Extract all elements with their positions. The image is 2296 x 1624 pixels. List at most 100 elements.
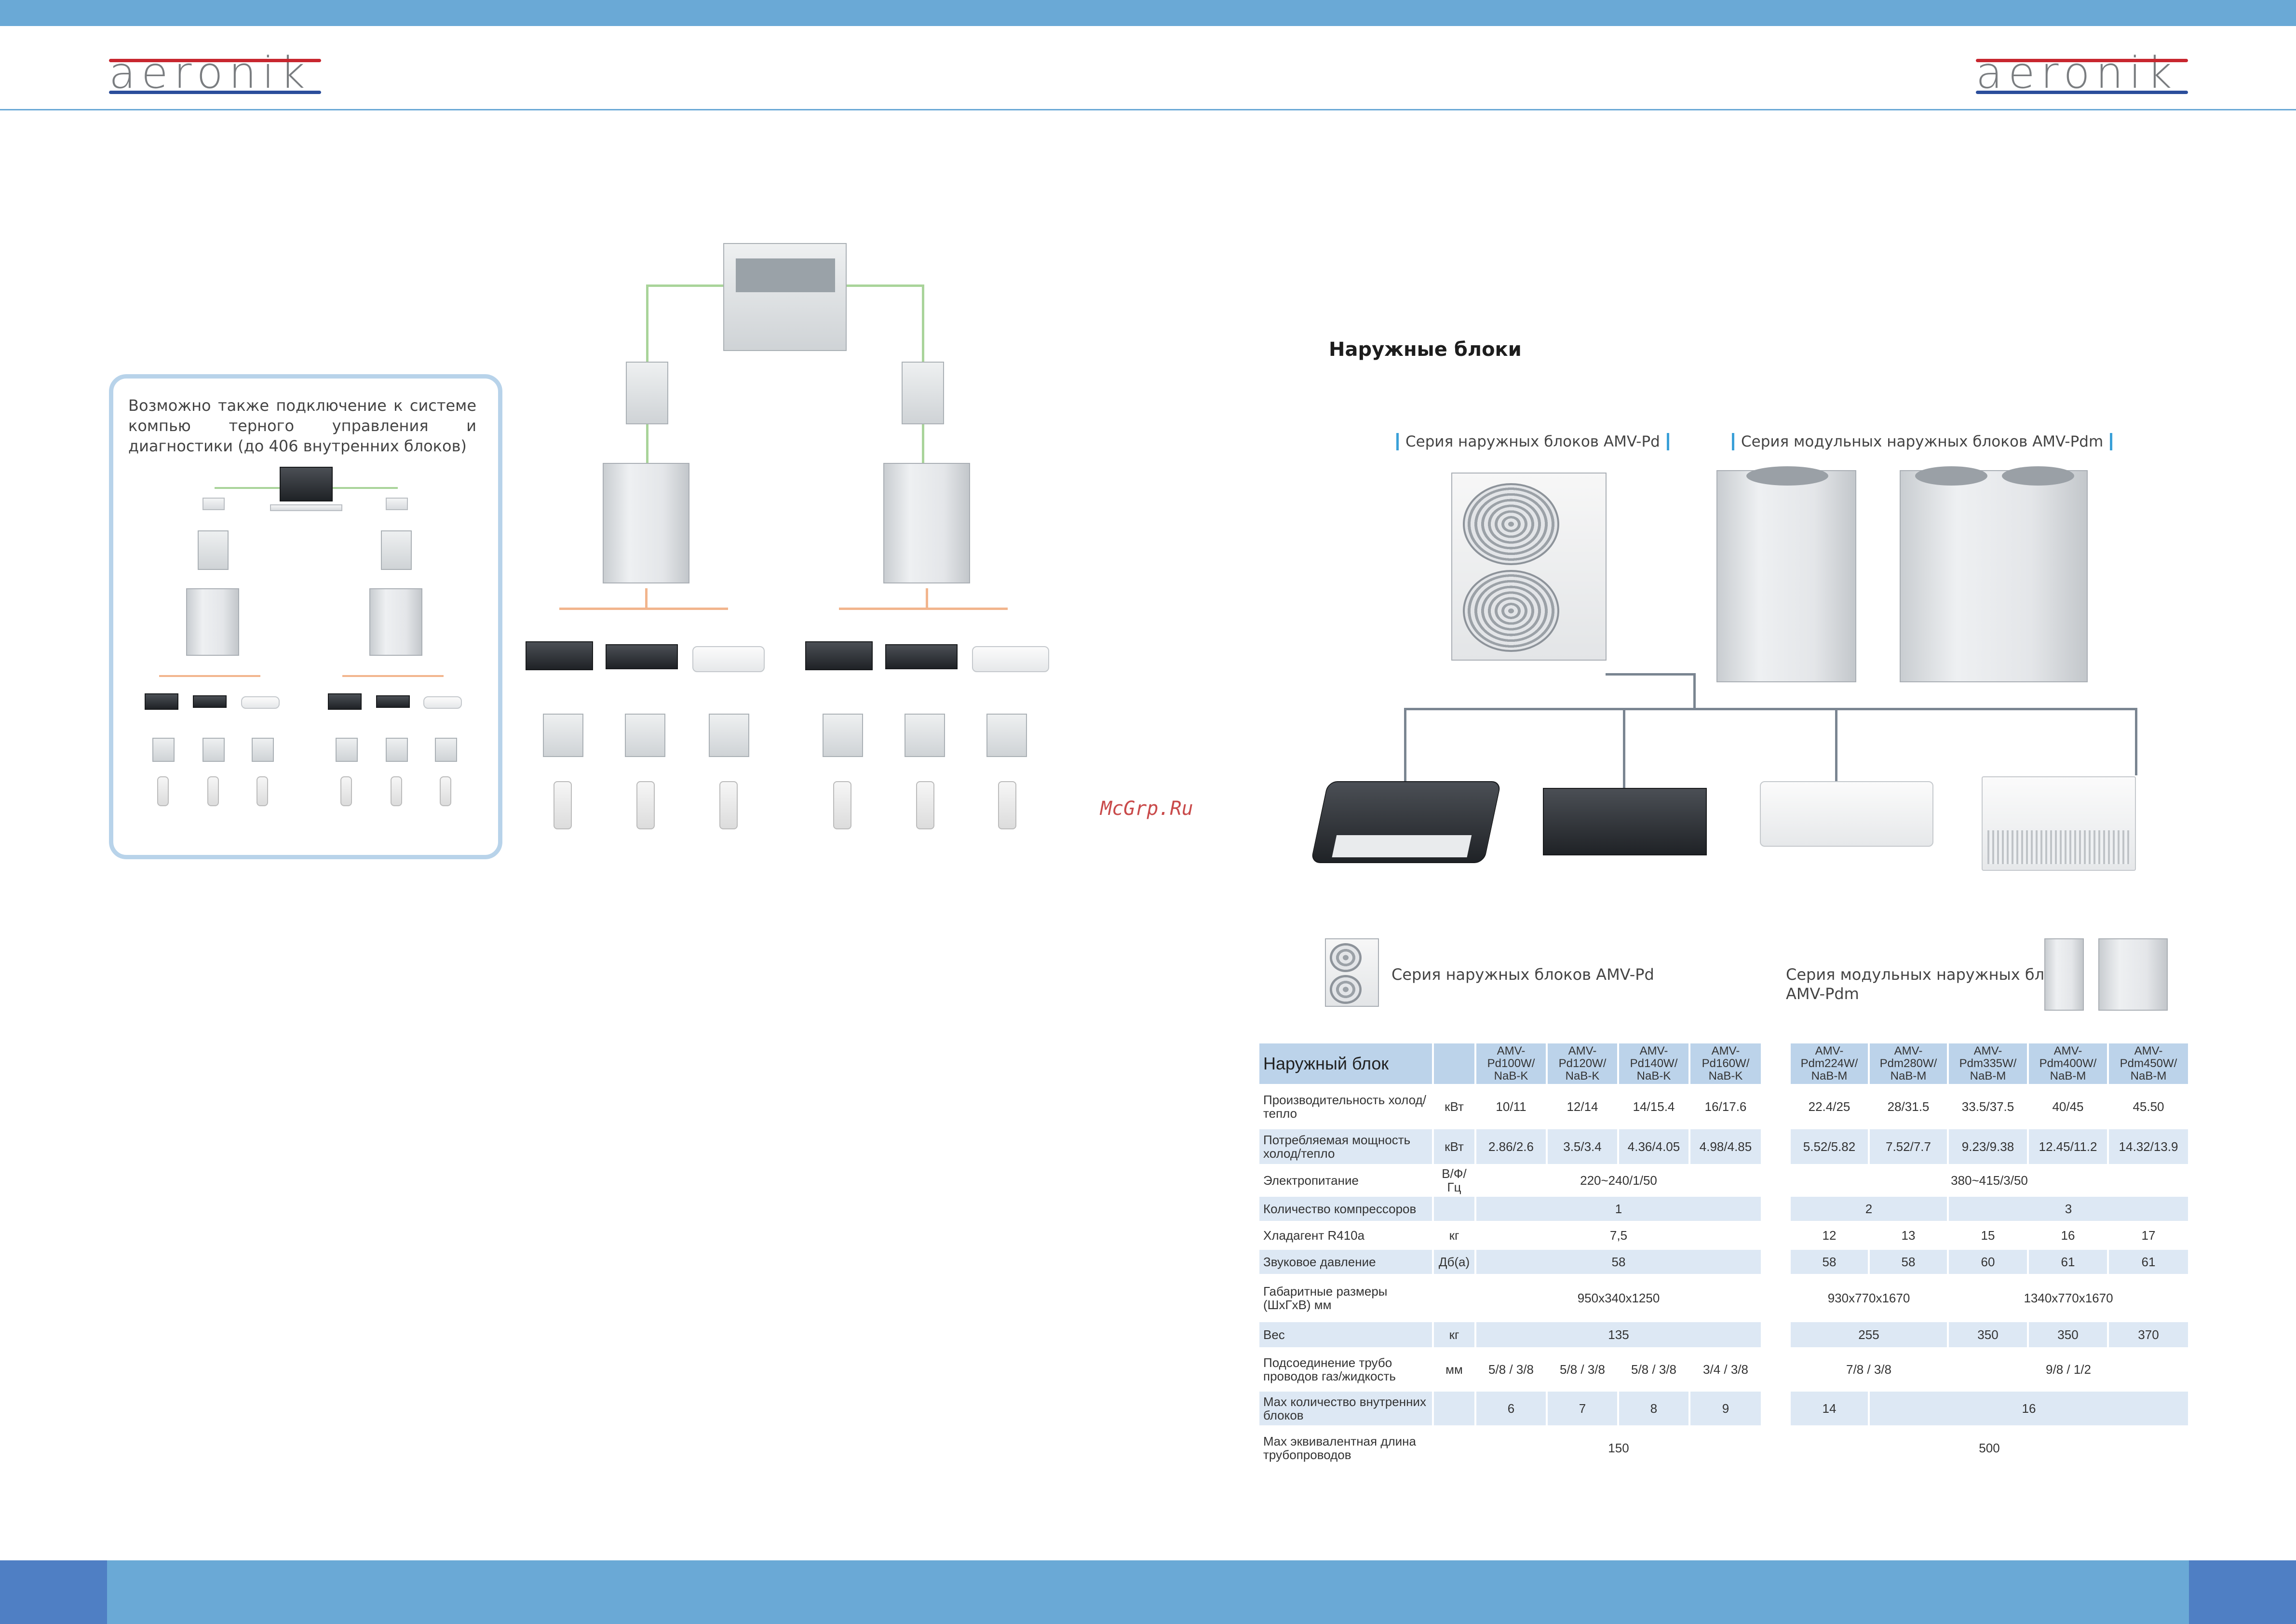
- cell: 8: [1618, 1391, 1690, 1427]
- row-label: Потребляемая мощность холод/тепло: [1259, 1128, 1434, 1166]
- remote-control-icon: [719, 781, 738, 829]
- remote-control-icon: [833, 781, 851, 829]
- table-row: Производительность холод/тепло кВт 10/11…: [1259, 1085, 1763, 1129]
- remote-control-icon: [257, 776, 268, 806]
- table-row: Габаритные размеры (ШхГхВ) мм 950x340x12…: [1259, 1275, 1763, 1322]
- wired-controller-icon: [709, 714, 749, 757]
- model-header: AMV-Pd140W/ NaB-K: [1618, 1043, 1690, 1086]
- table-header-row: Наружный блок AMV-Pd100W/ NaB-K AMV-Pd12…: [1259, 1043, 1763, 1086]
- footer-bar: [0, 1560, 2296, 1624]
- row-label: Хладагент R410a: [1259, 1222, 1434, 1250]
- row-label: Габаритные размеры (ШхГхВ) мм: [1259, 1275, 1434, 1322]
- cell: 12: [1791, 1222, 1870, 1250]
- table-row: 22.4/25 28/31.5 33.5/37.5 40/45 45.50: [1791, 1085, 2190, 1129]
- row-label: Max количество внутренних блоков: [1259, 1391, 1434, 1427]
- cell: 1340x770x1670: [1948, 1275, 2190, 1322]
- duct-unit-image: [1543, 788, 1707, 855]
- table-row: Вес кг 135: [1259, 1321, 1763, 1349]
- table-row: 380~415/3/50: [1791, 1165, 2190, 1197]
- cassette-unit-image: [1310, 781, 1502, 863]
- pdm-series-caption-line1: Серия модульных наружных блоков: [1786, 965, 2082, 984]
- wall-split-icon: [423, 696, 462, 709]
- outdoor-unit-pdm-large-thumb: [2098, 938, 2168, 1011]
- row-label: Звуковое давление: [1259, 1249, 1434, 1276]
- cell: 380~415/3/50: [1791, 1165, 2190, 1197]
- duct-unit-icon: [606, 644, 678, 669]
- wired-controller-icon: [336, 738, 358, 762]
- mini-diagram: [125, 463, 482, 829]
- cell: 45.50: [2108, 1085, 2190, 1129]
- footer-block-right: [2189, 1560, 2296, 1624]
- cell: 3.5/3.4: [1547, 1128, 1619, 1166]
- pdm-series-caption-line2: AMV-Pdm: [1786, 985, 1859, 1003]
- header-rule-right: [1148, 109, 2296, 110]
- central-controller-icon: [381, 530, 412, 570]
- cell: 15: [1948, 1222, 2029, 1250]
- table-row: 7/8 / 3/8 9/8 / 1/2: [1791, 1348, 2190, 1392]
- logo-text: aeronik: [1976, 48, 2178, 98]
- central-controller-icon: [723, 243, 847, 351]
- cell: 255: [1791, 1321, 1949, 1349]
- cell: 61: [2028, 1249, 2109, 1276]
- outdoor-unit-pdm-image: [1716, 466, 1856, 682]
- cell: 13: [1869, 1222, 1949, 1250]
- info-box-text: Возможно также подключение к системе ком…: [128, 396, 476, 455]
- row-label: Вес: [1259, 1321, 1434, 1349]
- computer-monitor-icon: [280, 467, 333, 501]
- table-row: Хладагент R410a кг 7,5: [1259, 1222, 1763, 1250]
- wall-split-icon: [241, 696, 280, 709]
- row-unit: кВт: [1433, 1085, 1476, 1129]
- logo-red-arc: [1976, 59, 2188, 62]
- logo-left: aeronik: [109, 52, 321, 95]
- remote-control-icon: [440, 776, 451, 806]
- wall-split-icon: [692, 646, 765, 672]
- logo-red-arc: [109, 59, 321, 62]
- remote-control-icon: [916, 781, 934, 829]
- cell: 7/8 / 3/8: [1791, 1348, 1949, 1392]
- wired-controller-icon: [625, 714, 665, 757]
- cell: 17: [2108, 1222, 2190, 1250]
- cell: 16/17.6: [1689, 1085, 1763, 1129]
- cell: 5/8 / 3/8: [1547, 1348, 1619, 1392]
- wired-controller-icon: [823, 714, 863, 757]
- duct-unit-icon: [193, 695, 227, 708]
- table-row: Подсоединение трубо проводов газ/жидкост…: [1259, 1348, 1763, 1392]
- wired-controller-icon: [905, 714, 945, 757]
- outdoor-unit-icon: [369, 588, 422, 656]
- cell: 370: [2108, 1321, 2190, 1349]
- cell: 5/8 / 3/8: [1475, 1348, 1548, 1392]
- cell: 5/8 / 3/8: [1618, 1348, 1690, 1392]
- remote-control-icon: [998, 781, 1016, 829]
- cell: 16: [2028, 1222, 2109, 1250]
- cell: 1: [1475, 1196, 1763, 1223]
- row-unit: В/Ф/Гц: [1433, 1165, 1476, 1197]
- remote-control-icon: [636, 781, 655, 829]
- duct-unit-icon: [376, 695, 410, 708]
- outdoor-unit-icon: [883, 463, 970, 583]
- zone-controller-icon: [902, 362, 944, 424]
- cell: 9: [1689, 1391, 1763, 1427]
- row-unit: [1433, 1426, 1476, 1471]
- table-row: Max эквивалентная длина трубопроводов 15…: [1259, 1426, 1763, 1471]
- row-label: Количество компрессоров: [1259, 1196, 1434, 1223]
- wired-controller-icon: [203, 738, 225, 762]
- cell: 14: [1791, 1391, 1870, 1427]
- spec-table-pd: Наружный блок AMV-Pd100W/ NaB-K AMV-Pd12…: [1259, 1043, 1763, 1471]
- outdoor-unit-icon: [603, 463, 689, 583]
- cell: 6: [1475, 1391, 1548, 1427]
- cell: 500: [1791, 1426, 2190, 1471]
- cell: 350: [1948, 1321, 2029, 1349]
- row-unit: [1433, 1196, 1476, 1223]
- spec-table-pdm: AMV-Pdm224W/ NaB-M AMV-Pdm280W/ NaB-M AM…: [1791, 1043, 2190, 1471]
- table-row: Max количество внутренних блоков 6 7 8 9: [1259, 1391, 1763, 1427]
- cell: 950x340x1250: [1475, 1275, 1763, 1322]
- model-header: AMV-Pdm335W/ NaB-M: [1948, 1043, 2029, 1086]
- remote-control-icon: [340, 776, 352, 806]
- row-label: Электропитание: [1259, 1165, 1434, 1197]
- cell: 5.52/5.82: [1791, 1128, 1870, 1166]
- cell: 14/15.4: [1618, 1085, 1690, 1129]
- cassette-unit-icon: [526, 641, 593, 670]
- model-header: AMV-Pdm400W/ NaB-M: [2028, 1043, 2109, 1086]
- model-header: AMV-Pd120W/ NaB-K: [1547, 1043, 1619, 1086]
- gateway-icon: [386, 498, 408, 510]
